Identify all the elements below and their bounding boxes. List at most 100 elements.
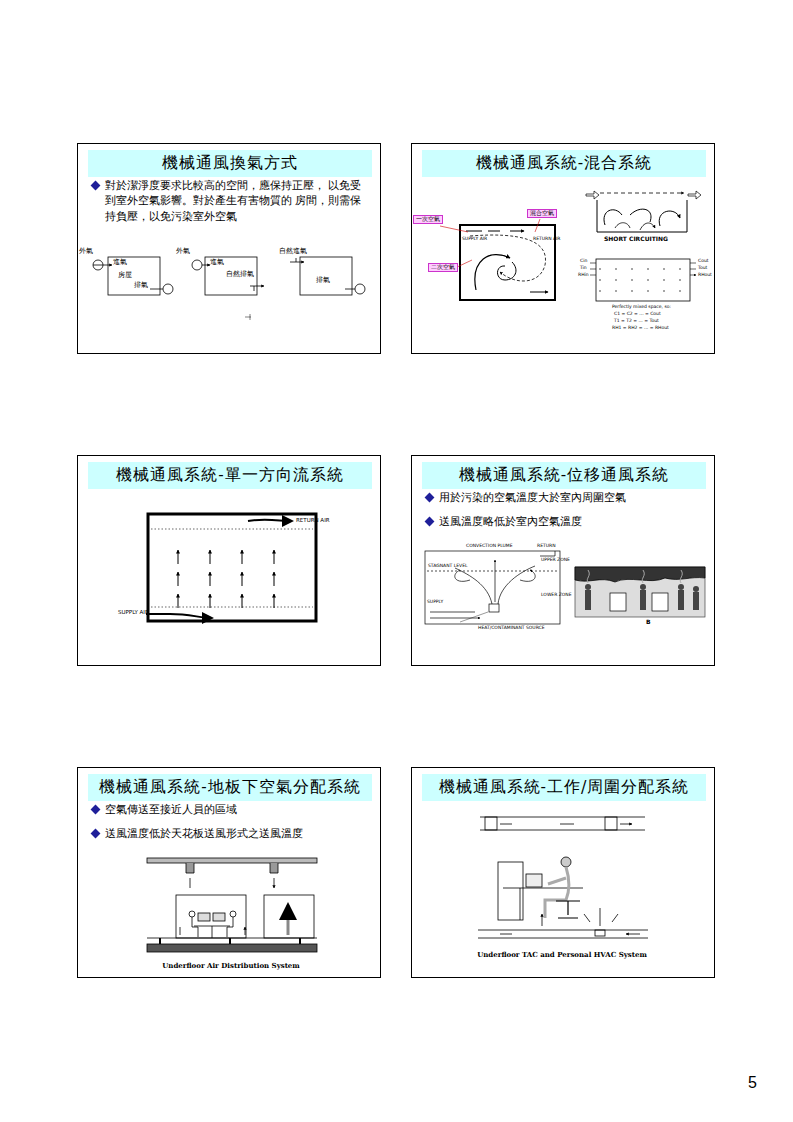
diagram-label: 外氣 xyxy=(79,248,93,256)
slide-title: 機械通風系統-工作/周圍分配系統 xyxy=(439,777,690,798)
diagram-label: 一次空氣 xyxy=(413,215,443,224)
illustration-stroke xyxy=(425,551,705,624)
illustration-stroke xyxy=(693,592,699,610)
illustration-stroke xyxy=(466,231,524,232)
diagram-label: SHORT CIRCUITING xyxy=(604,236,668,243)
diagram-label: CONVECTION PLUME xyxy=(466,544,513,549)
bullet-diamond xyxy=(425,493,435,503)
slide-frame: 機械通風系統-單一方向流系統 xyxy=(77,455,381,666)
illustration-stroke xyxy=(610,593,626,611)
bullet-diamond xyxy=(425,517,435,527)
illustration-stroke xyxy=(242,572,243,586)
illustration-stroke xyxy=(245,314,251,320)
illustration-stroke xyxy=(150,289,163,290)
slide-title: 機械通風系統-單一方向流系統 xyxy=(116,465,343,486)
illustration-stroke xyxy=(470,235,546,281)
illustration-stroke xyxy=(640,590,646,610)
illustration-stroke xyxy=(596,259,690,301)
illustration-stroke xyxy=(274,572,275,586)
title-band: 機械通風系統-工作/周圍分配系統 xyxy=(422,774,706,801)
diagram-label: C1 = C2 = ... = Cout xyxy=(614,312,661,317)
illustration-stroke xyxy=(178,594,179,608)
page-number: 5 xyxy=(748,1074,757,1092)
illustration-stroke xyxy=(178,572,179,586)
illustration-stroke xyxy=(440,191,701,301)
illustration-stroke xyxy=(678,590,684,610)
illustration-stroke xyxy=(575,567,705,582)
diagram-label: RETURN AIR xyxy=(533,237,560,242)
diagram-label: 進氣 xyxy=(113,259,127,267)
bullet-diamond xyxy=(91,805,101,815)
illustration-stroke xyxy=(192,260,202,270)
illustration-stroke xyxy=(542,908,618,926)
diagram-label: 房屋 xyxy=(118,272,132,280)
diagram-label: SUPPLY AIR xyxy=(118,609,149,615)
illustration-stroke xyxy=(213,913,225,921)
slide-title: 機械通風換氣方式 xyxy=(162,153,298,174)
illustration-stroke xyxy=(590,263,696,275)
bullet-text: 送風溫度低於天花板送風形式之送風溫度 xyxy=(90,826,370,841)
illustration-stroke xyxy=(190,878,274,888)
diagram-label: RHin xyxy=(578,273,589,278)
illustration-stroke xyxy=(500,934,640,935)
diagram-label: SUPPLY AIR xyxy=(462,237,487,242)
bullet-item: 送風溫度低於天花板送風形式之送風溫度 xyxy=(90,826,370,841)
illustration-stroke xyxy=(585,584,699,611)
illustration-stroke xyxy=(430,612,480,618)
diagram-label: Cin xyxy=(580,259,587,264)
illustration-stroke xyxy=(264,895,314,938)
slide-frame: 機械通風系統-工作/周圍分配系統 xyxy=(411,767,715,978)
illustration-stroke xyxy=(540,551,555,556)
illustration-stroke xyxy=(498,262,516,280)
illustration-stroke xyxy=(163,284,173,294)
slide-frame: 機械通風換氣方式對於潔淨度要求比較高的空間，應保持正壓， 以免受到室外空氣影響。… xyxy=(77,143,381,354)
illustration-stroke xyxy=(287,905,290,935)
illustration-stroke xyxy=(475,255,510,290)
illustration-stroke xyxy=(427,571,558,572)
illustration-stroke xyxy=(296,258,297,262)
illustration-stroke xyxy=(355,284,365,294)
illustration-stroke xyxy=(248,520,292,521)
diagram-label: 混合空氣 xyxy=(527,209,557,218)
diagram-label: RH1 = RH2 = ... = RHout xyxy=(612,326,669,331)
illustration-stroke xyxy=(178,550,179,564)
illustration-stroke xyxy=(455,570,535,581)
illustration-stroke xyxy=(605,817,617,830)
bullet-text: 送風溫度略低於室內空氣溫度 xyxy=(424,514,704,529)
title-band: 機械通風系統-單一方向流系統 xyxy=(88,462,372,489)
illustration-stroke xyxy=(678,584,684,590)
bullet-item: 空氣傳送至接近人員的區域 xyxy=(90,802,370,817)
illustration-stroke xyxy=(480,817,645,830)
slide-frame: 機械通風系統-混合系統 xyxy=(411,143,715,354)
bullet-item: 用於污染的空氣溫度大於室內周圍空氣 xyxy=(424,490,704,505)
diagram-label: 自然進氣 xyxy=(279,248,307,256)
illustration-stroke xyxy=(147,858,317,952)
slide-title: 機械通風系統-混合系統 xyxy=(476,153,652,174)
diagram-label: Tin xyxy=(580,266,587,271)
illustration-stroke xyxy=(210,550,211,564)
illustration-stroke xyxy=(290,262,304,263)
illustration-stroke xyxy=(652,593,668,611)
diagram-label: 二次空氣 xyxy=(428,263,458,272)
illustration-stroke xyxy=(640,584,646,590)
illustration-stroke xyxy=(478,817,648,938)
title-band: 機械通風換氣方式 xyxy=(88,150,372,177)
bullet-text: 對於潔淨度要求比較高的空間，應保持正壓， 以免受到室外空氣影響。對於產生有害物質… xyxy=(90,178,362,224)
illustration-stroke xyxy=(597,200,687,232)
diagram-label: T1 = T2 = ... = Tout xyxy=(614,319,659,324)
diagram-label: Tout xyxy=(698,266,707,271)
illustration-stroke xyxy=(693,586,699,592)
illustration-stroke xyxy=(160,938,300,944)
title-band: 機械通風系統-混合系統 xyxy=(422,150,706,177)
illustration-stroke xyxy=(561,857,571,867)
illustration-stroke xyxy=(178,550,274,608)
illustration-stroke xyxy=(227,917,233,937)
illustration-stroke xyxy=(202,265,210,266)
illustration-stroke xyxy=(575,567,705,617)
illustration-stroke xyxy=(242,594,243,608)
illustration-stroke xyxy=(425,551,560,624)
slide-title: 機械通風系統-位移通風系統 xyxy=(459,465,669,486)
slide-frame: 機械通風系統-地板下空氣分配系統空氣傳送至接近人員的區域送風溫度低於天花板送風形… xyxy=(77,767,381,978)
bullet-item: 送風溫度略低於室內空氣溫度 xyxy=(424,514,704,529)
